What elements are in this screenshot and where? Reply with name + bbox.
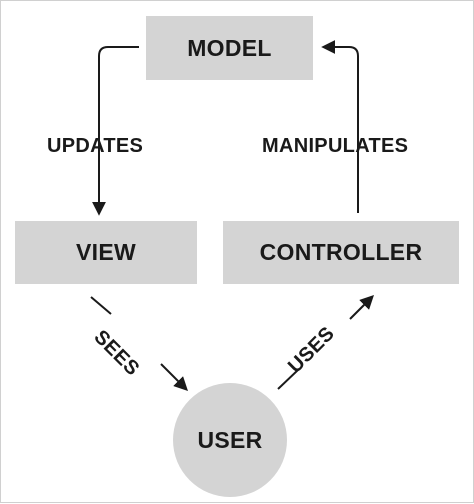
- user-node-label: USER: [197, 426, 263, 453]
- updates-arrow: [92, 46, 139, 216]
- controller-node: CONTROLLER: [223, 221, 459, 284]
- controller-node-label: CONTROLLER: [259, 239, 423, 265]
- sees-arrow-head: [160, 363, 188, 391]
- manipulates-arrow: [321, 40, 359, 213]
- user-node: USER: [173, 383, 287, 497]
- model-node-label: MODEL: [187, 34, 272, 61]
- view-node: VIEW: [15, 221, 197, 284]
- manipulates-label: MANIPULATES: [262, 135, 409, 157]
- view-node-label: VIEW: [76, 239, 136, 265]
- updates-label: UPDATES: [47, 135, 144, 157]
- uses-arrow-tail: [277, 368, 300, 390]
- uses-arrow-head: [349, 295, 374, 320]
- model-node: MODEL: [146, 16, 313, 80]
- sees-arrow-tail: [90, 296, 112, 315]
